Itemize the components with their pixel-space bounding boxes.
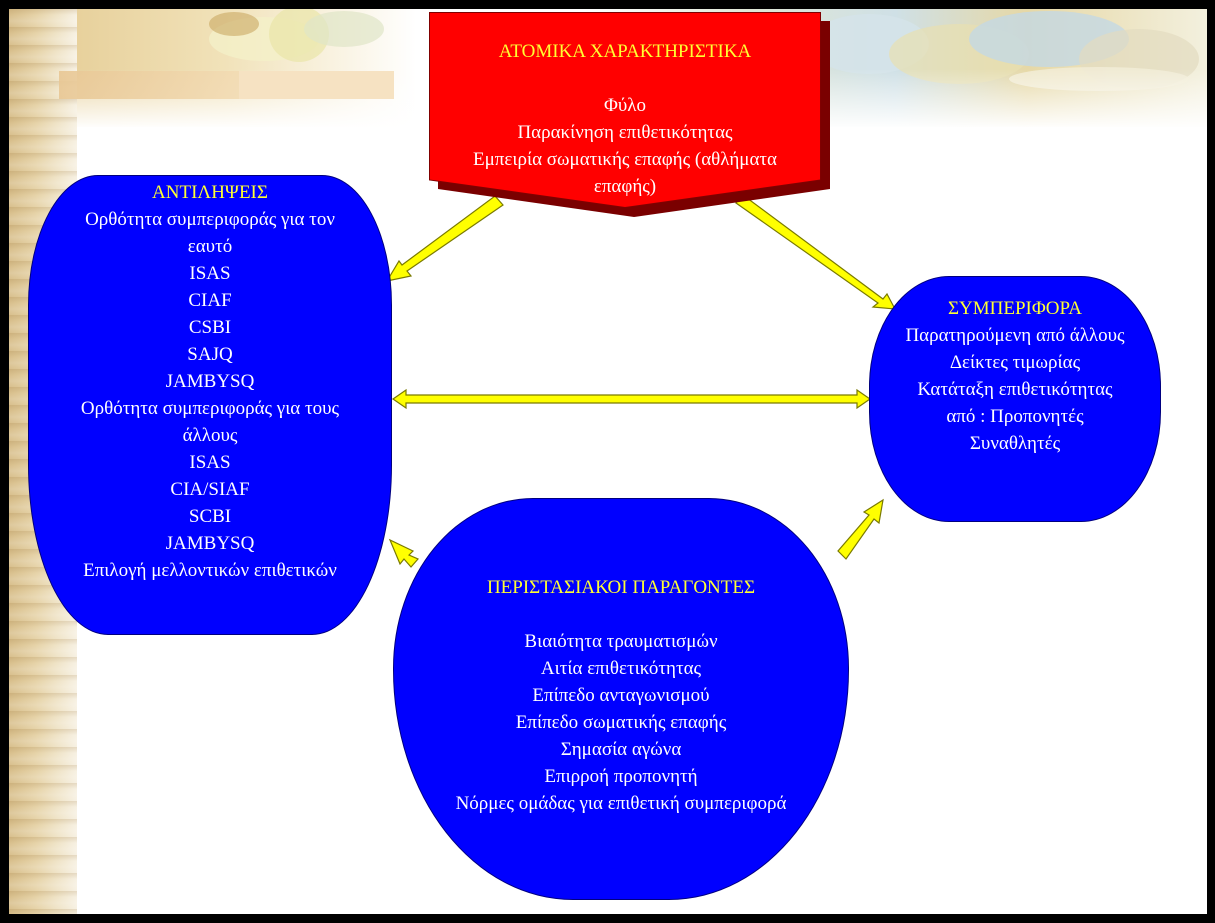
behavior-line: Κατάταξη επιθετικότητας: [917, 379, 1113, 400]
behavior-node: ΣΥΜΠΕΡΙΦΟΡΑ Παρατηρούμενη από άλλους Δεί…: [869, 276, 1161, 522]
behavior-line: Δείκτες τιμωρίας: [949, 352, 1081, 373]
behavior-line: Παρατηρούμενη από άλλους: [905, 325, 1125, 346]
personal-line: Παρακίνηση επιθετικότητας: [517, 122, 733, 143]
perceptions-line: ISAS: [189, 452, 231, 473]
situational-title: ΠΕΡΙΣΤΑΣΙΑΚΟΙ ΠΑΡΑΓΟΝΤΕΣ: [486, 577, 756, 598]
personal-node-shape: [429, 12, 821, 208]
perceptions-line: CSBI: [188, 317, 232, 338]
perceptions-line: Επιλογή μελλοντικών επιθετικών: [83, 560, 337, 581]
slide: ΑΝΤΙΛΗΨΕΙΣ Ορθότητα συμπεριφοράς για τον…: [9, 9, 1207, 914]
perceptions-line: Ορθότητα συμπεριφοράς για τον: [85, 209, 335, 230]
situational-line: Επίπεδο ανταγωνισμού: [532, 685, 710, 706]
situational-node: ΠΕΡΙΣΤΑΣΙΑΚΟΙ ΠΑΡΑΓΟΝΤΕΣ Βιαιότητα τραυμ…: [393, 498, 849, 900]
behavior-line: από : Προπονητές: [946, 406, 1084, 427]
arrow-perceptions-behavior: [391, 388, 872, 410]
situational-line: Επίπεδο σωματικής επαφής: [515, 712, 727, 733]
perceptions-line: ISAS: [189, 263, 231, 284]
situational-line: Βιαιότητα τραυματισμών: [524, 631, 718, 652]
personal-line: Εμπειρία σωματικής επαφής (αθλήματα: [473, 149, 777, 170]
situational-line: Επιρροή προπονητή: [544, 766, 698, 787]
perceptions-line: άλλους: [182, 425, 238, 446]
perceptions-line: SCBI: [188, 506, 232, 527]
situational-line: Αιτία επιθετικότητας: [540, 658, 702, 679]
decorative-bar-light: [239, 71, 394, 99]
situational-line: Νόρμες ομάδας για επιθετική συμπεριφορά: [455, 793, 787, 814]
perceptions-line: εαυτό: [187, 236, 233, 257]
perceptions-line: JAMBYSQ: [165, 371, 255, 392]
perceptions-line: SAJQ: [187, 344, 233, 365]
arrow-personal-to-behavior: [735, 194, 897, 310]
arrow-personal-to-perceptions: [385, 195, 504, 282]
perceptions-title: ΑΝΤΙΛΗΨΕΙΣ: [152, 182, 268, 203]
behavior-line: Συναθλητές: [969, 433, 1061, 454]
situational-line: Σημασία αγώνα: [560, 739, 682, 760]
perceptions-line: CIAF: [188, 290, 232, 311]
perceptions-node: ΑΝΤΙΛΗΨΕΙΣ Ορθότητα συμπεριφοράς για τον…: [28, 175, 392, 635]
personal-line: επαφής): [593, 176, 657, 197]
personal-line: Φύλο: [603, 95, 646, 116]
arrow-situational-to-behavior: [837, 498, 884, 560]
behavior-title: ΣΥΜΠΕΡΙΦΟΡΑ: [947, 298, 1083, 319]
perceptions-line: CIA/SIAF: [170, 479, 250, 500]
personal-node: ΑΤΟΜΙΚΑ ΧΑΡΑΚΤΗΡΙΣΤΙΚΑ Φύλο Παρακίνηση ε…: [429, 12, 821, 208]
perceptions-line: Ορθότητα συμπεριφοράς για τους: [80, 398, 340, 419]
flower-decoration: [209, 9, 384, 62]
personal-title: ΑΤΟΜΙΚΑ ΧΑΡΑΚΤΗΡΙΣΤΙΚΑ: [498, 41, 752, 62]
perceptions-line: JAMBYSQ: [165, 533, 255, 554]
arrow-situational-to-perceptions: [388, 538, 419, 568]
